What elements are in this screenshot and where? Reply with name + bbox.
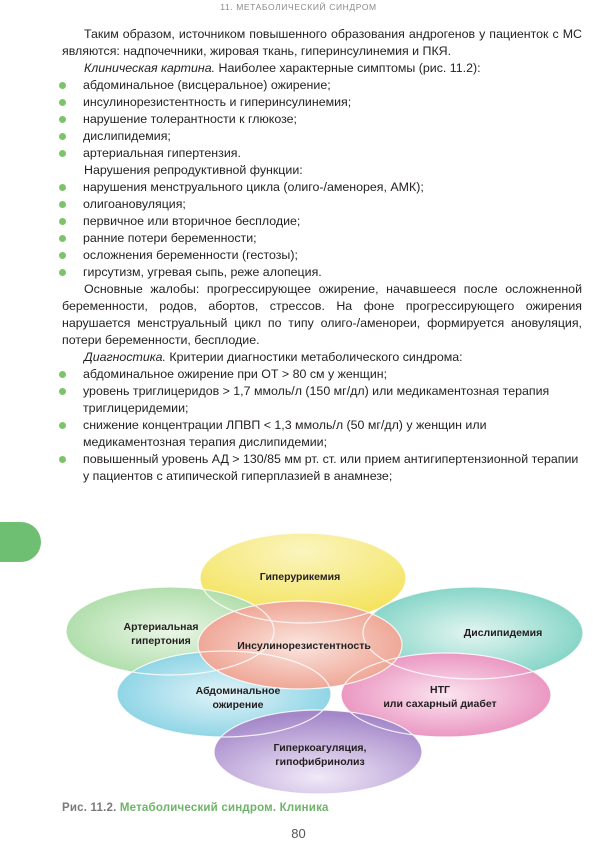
list-item-text: нарушения менструального цикла (олиго-/а… [83,180,424,194]
bullet-icon [59,133,66,140]
label-diabetes: или сахарный диабет [383,698,496,710]
label-abdominal-2: ожирение [212,699,263,711]
complaints-paragraph: Основные жалобы: прогрессирующее ожирени… [62,282,582,347]
repro-list: нарушения менструального цикла (олиго-/а… [59,179,582,281]
list-item-text: гирсутизм, угревая сыпь, реже алопеция. [83,265,322,279]
metabolic-syndrome-diagram: Гиперурикемия Артериальная гипертония Ин… [65,532,584,795]
list-item: ранние потери беременности; [59,230,582,247]
bullet-icon [59,201,66,208]
list-item: инсулинорезистентность и гиперинсулинеми… [59,94,582,111]
diagnostics-list: абдоминальное ожирение при ОТ > 80 см у … [59,366,582,485]
bullet-icon [59,235,66,242]
page-number: 80 [291,826,306,841]
clinical-lead: Клиническая картина. Наиболее характерны… [62,60,582,77]
bullet-icon [59,99,66,106]
ellipse-hypercoagulation [214,710,422,794]
list-item: нарушение толерантности к глюкозе; [59,111,582,128]
list-item-text: уровень триглицеридов > 1,7 ммоль/л (150… [83,384,550,415]
bullet-icon [59,82,66,89]
bullet-icon [59,184,66,191]
label-hypercoagulation-2: гипофибринолиз [275,756,364,768]
list-item: снижение концентрации ЛПВП < 1,3 ммоль/л… [59,417,582,451]
list-item-text: первичное или вторичное бесплодие; [83,214,301,228]
list-item: олигоановуляция; [59,196,582,213]
diagnostics-text: Критерии диагностики метаболического син… [165,350,463,364]
list-item: артериальная гипертензия. [59,145,582,162]
bullet-icon [59,456,66,463]
ellipse-hyperuricemia [200,533,406,623]
list-item-text: олигоановуляция; [83,197,186,211]
diagnostics-label: Диагностика. [84,350,166,364]
clinical-label: Клиническая картина. [84,61,216,75]
bullet-icon [59,116,66,123]
caption-title: Метаболический синдром. Клиника [119,802,329,814]
label-dyslipidemia: Дислипидемия [464,627,542,639]
bullet-icon [59,422,66,429]
label-ntg: НТГ [430,684,450,696]
list-item: абдоминальное ожирение при ОТ > 80 см у … [59,366,582,383]
label-insulin-resistance: Инсулинорезистентность [237,640,371,652]
bullet-icon [59,252,66,259]
list-item-text: абдоминальное (висцеральное) ожирение; [83,78,331,92]
label-hyperuricemia: Гиперурикемия [260,571,340,583]
label-hypercoagulation-1: Гиперкоагуляция, [274,742,367,754]
list-item: гирсутизм, угревая сыпь, реже алопеция. [59,264,582,281]
chapter-tab [0,522,41,562]
list-item-text: нарушение толерантности к глюкозе; [83,112,297,126]
ellipse-ntg-diabetes [341,653,551,737]
list-item-text: снижение концентрации ЛПВП < 1,3 ммоль/л… [83,418,487,449]
page-body: Таким образом, источником повышенного об… [59,26,582,485]
list-item-text: дислипидемия; [83,129,171,143]
bullet-icon [59,388,66,395]
intro-paragraph: Таким образом, источником повышенного об… [62,27,582,58]
clinical-text: Наиболее характерные симптомы (рис. 11.2… [215,61,481,75]
bullet-icon [59,218,66,225]
list-item: первичное или вторичное бесплодие; [59,213,582,230]
clinical-list: абдоминальное (висцеральное) ожирение; и… [59,77,582,162]
list-item: осложнения беременности (гестозы); [59,247,582,264]
list-item-text: осложнения беременности (гестозы); [83,248,298,262]
list-item: абдоминальное (висцеральное) ожирение; [59,77,582,94]
list-item: повышенный уровень АД > 130/85 мм рт. ст… [59,451,582,485]
diagnostics-lead: Диагностика. Критерии диагностики метабо… [62,349,582,366]
running-header: 11. МЕТАБОЛИЧЕСКИЙ СИНДРОМ [220,2,377,12]
bullet-icon [59,269,66,276]
label-abdominal-1: Абдоминальное [196,685,281,697]
list-item-text: повышенный уровень АД > 130/85 мм рт. ст… [83,452,579,483]
list-item-text: ранние потери беременности; [83,231,257,245]
figure-caption: Рис. 11.2. Метаболический синдром. Клини… [62,802,329,814]
label-arterial-2: гипертония [131,635,191,647]
list-item: уровень триглицеридов > 1,7 ммоль/л (150… [59,383,582,417]
bullet-icon [59,371,66,378]
label-arterial-1: Артериальная [124,621,199,633]
list-item-text: абдоминальное ожирение при ОТ > 80 см у … [83,367,388,381]
repro-lead: Нарушения репродуктивной функции: [84,163,303,177]
list-item-text: инсулинорезистентность и гиперинсулинеми… [83,95,352,109]
ellipse-insulin-resistance [198,601,402,689]
bullet-icon [59,150,66,157]
list-item-text: артериальная гипертензия. [83,146,241,160]
list-item: дислипидемия; [59,128,582,145]
caption-number: Рис. 11.2. [62,802,117,814]
list-item: нарушения менструального цикла (олиго-/а… [59,179,582,196]
